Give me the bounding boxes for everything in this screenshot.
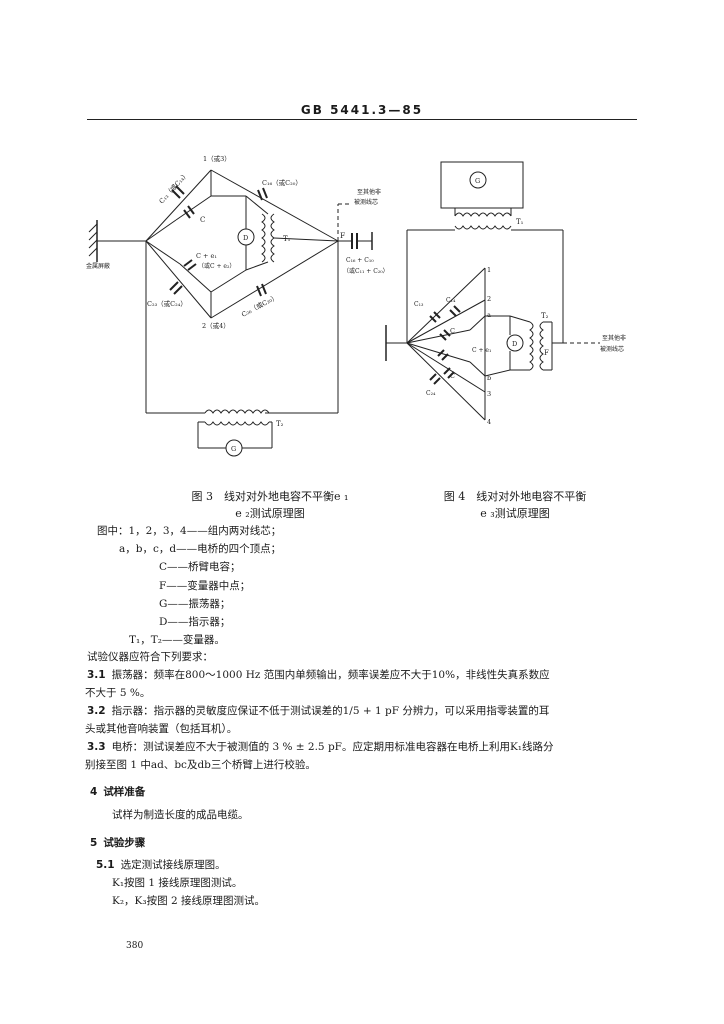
fig4-label-g: G <box>475 177 480 185</box>
header-rule <box>87 119 637 120</box>
fig3-label-g: G <box>231 445 236 453</box>
fig3-label-note1: 至其他非 <box>357 188 381 196</box>
fig3-caption-line2: e ₂测试原理图 <box>235 507 305 520</box>
fig3-arm-26 <box>210 240 339 319</box>
figures-svg: 1（或3） 2（或4） C₁₃（或C₁₄） C₁₆（或C₂₀） C C + e₁… <box>86 154 626 457</box>
fig4-label-note1: 至其他非 <box>602 334 626 342</box>
fig4-label-nb: b <box>487 374 491 382</box>
fig3-label-d: D <box>243 234 248 242</box>
legend-item: C——桥臂电容； <box>159 561 241 574</box>
legend-item: F——变量器中点； <box>159 579 251 592</box>
fig3-label-t2: T₂ <box>276 420 284 428</box>
fig3-label-c2: C₁₆（或C₂₀） <box>262 178 302 187</box>
fig4-label-t1: T₁ <box>516 218 524 226</box>
fig3-label-t1: T₁ <box>283 235 291 243</box>
fig4-label-c4: C + e₁ <box>472 347 491 354</box>
fig3-arm-23 <box>145 240 212 319</box>
fig4-oscillator-loop <box>440 161 524 209</box>
legend-item: 图中：1，2，3，4——组内两对线芯； <box>97 525 282 537</box>
fig3-label-c6: C₂₃（或C₂₄） <box>147 299 187 308</box>
fig3-arm-13 <box>145 169 212 242</box>
fig4-label-n3: 3 <box>487 390 491 398</box>
fig4-T2-coil-a <box>529 321 534 371</box>
fig3-label-cap2: （或C₁₁ + C₂₀） <box>343 267 389 275</box>
fig3-label-c1: C₁₃（或C₁₄） <box>157 170 190 206</box>
fig4-label-f: F <box>544 349 549 357</box>
legend-item: T₁，T₂——变量器。 <box>129 634 225 647</box>
fig3-transformer-coil-b <box>270 213 275 263</box>
legend-item: D——指示器； <box>159 616 231 629</box>
page-number: 380 <box>126 941 144 951</box>
fig3-label-c4: C + e₁ <box>196 252 217 260</box>
fig4-label-n4: 4 <box>487 418 491 426</box>
figure-legend: 图中：1，2，3，4——组内两对线芯； a，b，c，d——电桥的四个顶点； C—… <box>97 522 281 649</box>
fig3-label-n2: 2（或4） <box>202 321 230 330</box>
fig4-label-c6: C₂₄ <box>426 390 436 397</box>
fig3-label-n1: 1（或3） <box>203 154 231 163</box>
fig3-label-f: F <box>340 231 345 240</box>
fig3-label-note2: 被测线芯 <box>354 198 378 206</box>
fig4-label-c2: C₁₄ <box>446 297 456 304</box>
fig4-label-n2: 2 <box>487 295 491 303</box>
fig4-label-n1: 1 <box>487 266 491 274</box>
clause-5-1-k2k3: K₂，K₃按图 2 接线原理图测试。 <box>112 895 265 907</box>
fig4-caption-line2: e ₃测试原理图 <box>480 507 550 520</box>
clause-3-3-cont: 别接至图 1 中ad、bc及db三个桥臂上进行校验。 <box>85 759 316 771</box>
fig4-detector <box>506 334 524 352</box>
fig4-label-t2: T₂ <box>541 312 549 320</box>
fig3-transformer-coil-a <box>261 213 266 263</box>
fig3-caption: 图 3 线对对外地电容不平衡e ₁ e ₂测试原理图 <box>150 488 390 522</box>
fig4-label-c5: C <box>450 372 455 380</box>
fig4-label-c1: C₁₃ <box>414 301 424 308</box>
fig3-arm-16 <box>210 169 339 242</box>
fig4-label-c3: C <box>450 327 455 335</box>
standard-number: GB 5441.3—85 <box>300 103 424 117</box>
fig3-label-c3: C <box>200 216 205 224</box>
fig3-label-cap: C₁₆ + C₁₀ <box>346 257 374 264</box>
fig3-label-c7: C₂₆（或C₂₀） <box>240 292 279 319</box>
section-4-text: 试样为制造长度的成品电缆。 <box>112 809 249 821</box>
fig4-caption: 图 4 线对对外地电容不平衡 e ₃测试原理图 <box>405 488 625 522</box>
fig3-caption-line1: 图 3 线对对外地电容不平衡e ₁ <box>191 490 349 503</box>
clause-3-2-cont: 头或其他音响装置（包括耳机）。 <box>85 723 238 735</box>
fig4-label-na: a <box>487 311 491 319</box>
fig3-T2-primary <box>204 409 270 414</box>
fig4-label-note2: 被测线芯 <box>600 345 624 353</box>
clause-5-1-k1: K₁按图 1 接线原理图测试。 <box>112 877 243 889</box>
clause-3-1-cont: 不大于 5 %。 <box>85 687 151 699</box>
fig3-label-ground: 金属屏蔽 <box>86 262 110 270</box>
legend-item: G——振荡器； <box>159 597 231 610</box>
fig3-label-c5: （或C + e₂） <box>198 262 235 270</box>
legend-item: a，b，c，d——电桥的四个顶点； <box>119 543 282 556</box>
requirements-intro: 试验仪器应符合下列要求： <box>87 651 213 663</box>
fig4-caption-line1: 图 4 线对对外地电容不平衡 <box>443 490 587 503</box>
fig4-oscillator <box>469 171 487 189</box>
fig4-label-d: D <box>512 340 517 348</box>
